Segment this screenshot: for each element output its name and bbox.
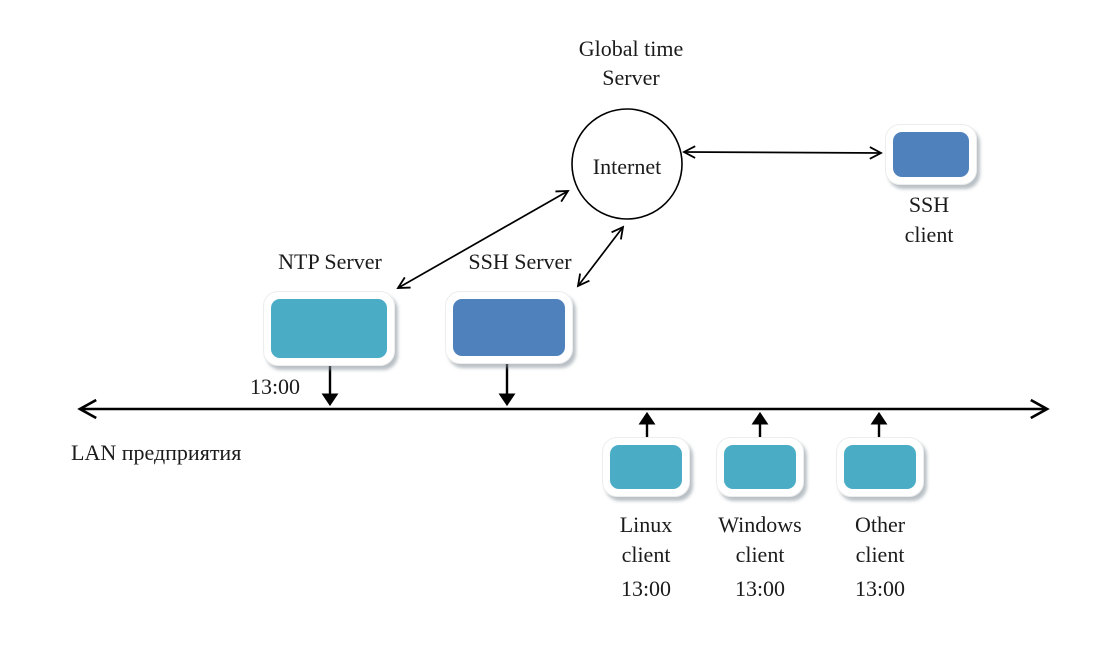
global-time-server-line1: Global time bbox=[578, 36, 684, 61]
windows-client-node bbox=[716, 437, 804, 497]
other-client-node bbox=[836, 437, 924, 497]
global-time-server-label: Global time Server bbox=[531, 34, 731, 92]
windows-client-time: 13:00 bbox=[734, 576, 786, 601]
ssh-client-node bbox=[885, 124, 977, 185]
internet-circle bbox=[571, 108, 683, 220]
other-client-word: client bbox=[855, 542, 905, 567]
linux-client-node bbox=[602, 437, 690, 497]
windows-client-name: Windows bbox=[718, 512, 802, 537]
sshserver-internet-arrow bbox=[576, 225, 625, 288]
other-client-label: Other client 13:00 bbox=[780, 510, 980, 604]
ntp-server-node bbox=[263, 291, 395, 366]
windows-client-word: client bbox=[735, 542, 785, 567]
linux-client-node-fill bbox=[610, 445, 682, 489]
ntp-server-node-fill bbox=[271, 299, 387, 358]
ssh-server-node-fill bbox=[453, 299, 565, 356]
windows-client-label: Windows client 13:00 bbox=[660, 510, 860, 604]
ssh-client-line2: client bbox=[904, 222, 954, 247]
ssh-client-label: SSH client bbox=[829, 190, 1029, 250]
linux-client-name: Linux bbox=[619, 512, 673, 537]
global-time-server-line2: Server bbox=[602, 65, 660, 90]
ntp-server-time-label: 13:00 bbox=[249, 374, 301, 399]
ntp-internet-arrow bbox=[396, 190, 570, 289]
ssh-client-node-fill bbox=[893, 132, 969, 177]
internet-label: Internet bbox=[592, 154, 662, 179]
ssh-client-line1: SSH bbox=[908, 192, 950, 217]
ssh-server-node bbox=[445, 291, 573, 364]
internet-sshclient-arrow bbox=[682, 145, 883, 160]
ssh-server-label: SSH Server bbox=[468, 249, 572, 274]
windows-client-node-fill bbox=[724, 445, 796, 489]
other-client-name: Other bbox=[854, 512, 906, 537]
other-client-time: 13:00 bbox=[854, 576, 906, 601]
linux-client-word: client bbox=[621, 542, 671, 567]
ntp-server-label: NTP Server bbox=[278, 249, 382, 274]
lan-label: LAN предприятия bbox=[71, 440, 242, 465]
linux-client-label: Linux client 13:00 bbox=[546, 510, 746, 604]
other-client-node-fill bbox=[844, 445, 916, 489]
linux-client-time: 13:00 bbox=[620, 576, 672, 601]
